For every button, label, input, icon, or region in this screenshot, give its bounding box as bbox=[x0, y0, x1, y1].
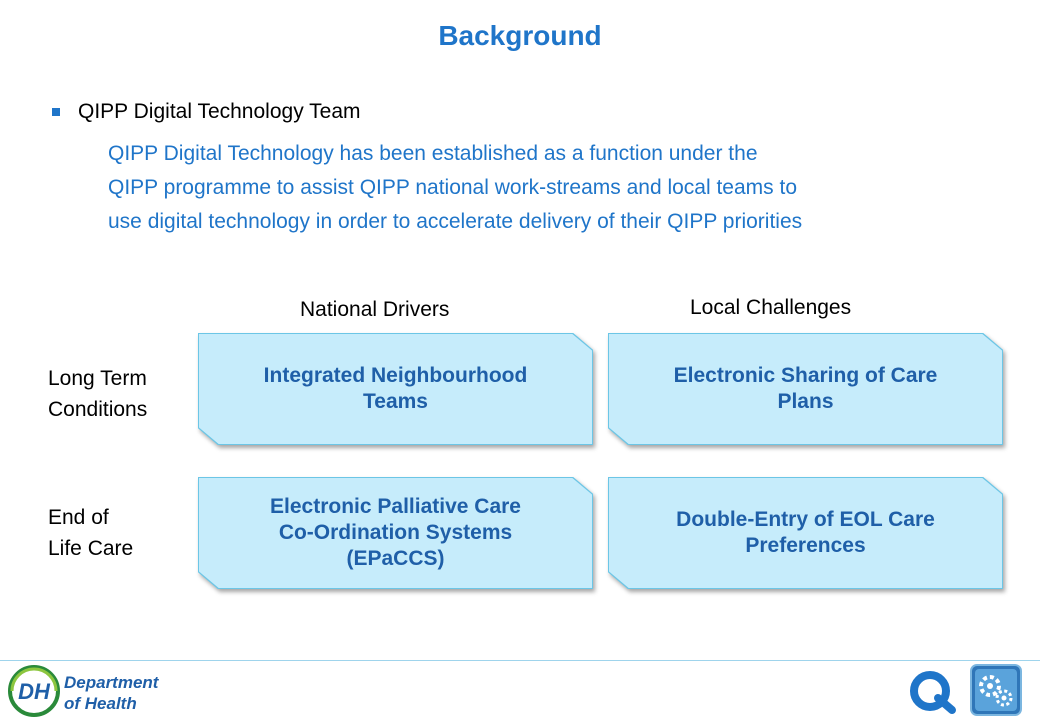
row-label-long-term-conditions: Long Term Conditions bbox=[48, 363, 147, 425]
box-text-line: Co-Ordination Systems bbox=[278, 521, 513, 544]
box-integrated-neighbourhood-teams: Integrated Neighbourhood Teams bbox=[198, 333, 593, 445]
digital-technology-gears-icon bbox=[970, 664, 1022, 716]
footer-divider bbox=[0, 660, 1040, 661]
box-double-entry-eol-care-preferences: Double-Entry of EOL Care Preferences bbox=[608, 477, 1003, 589]
paragraph-line: QIPP Digital Technology has been establi… bbox=[108, 142, 758, 165]
box-text-line: Preferences bbox=[745, 534, 866, 557]
row-label-line: Conditions bbox=[48, 398, 148, 421]
row-label-line: End of bbox=[48, 506, 109, 529]
box-text-line: Double-Entry of EOL Care bbox=[676, 508, 935, 531]
description-paragraph: QIPP Digital Technology has been establi… bbox=[108, 137, 1008, 239]
box-text-line: Integrated Neighbourhood bbox=[263, 364, 528, 387]
paragraph-line: QIPP programme to assist QIPP national w… bbox=[108, 176, 798, 199]
row-label-line: Life Care bbox=[48, 537, 134, 560]
row-label-line: Long Term bbox=[48, 367, 147, 390]
box-text-line: (EPaCCS) bbox=[346, 547, 445, 570]
dh-abbrev: DH bbox=[18, 679, 51, 704]
bullet-text: QIPP Digital Technology Team bbox=[78, 100, 361, 123]
bullet-item: QIPP Digital Technology Team bbox=[52, 100, 361, 124]
bullet-square-icon bbox=[52, 108, 60, 116]
department-of-health-logo: DH Department of Health bbox=[8, 665, 160, 717]
box-epaccs: Electronic Palliative Care Co-Ordination… bbox=[198, 477, 593, 589]
paragraph-line: use digital technology in order to accel… bbox=[108, 210, 803, 233]
row-label-end-of-life-care: End of Life Care bbox=[48, 502, 133, 564]
slide-title: Background bbox=[438, 20, 602, 51]
box-text-line: Electronic Palliative Care bbox=[270, 495, 521, 518]
qipp-q-logo-icon bbox=[910, 671, 956, 714]
dh-text-line-2: of Health bbox=[64, 694, 137, 713]
column-header-national-drivers: National Drivers bbox=[300, 298, 450, 321]
box-electronic-sharing-of-care-plans: Electronic Sharing of Care Plans bbox=[608, 333, 1003, 445]
dh-text-line-1: Department bbox=[64, 673, 160, 692]
dh-circle-icon: DH bbox=[8, 665, 60, 717]
box-text-line: Teams bbox=[363, 390, 428, 413]
box-text-line: Plans bbox=[777, 390, 834, 413]
box-text-line: Electronic Sharing of Care bbox=[673, 364, 938, 387]
column-header-local-challenges: Local Challenges bbox=[690, 296, 852, 319]
